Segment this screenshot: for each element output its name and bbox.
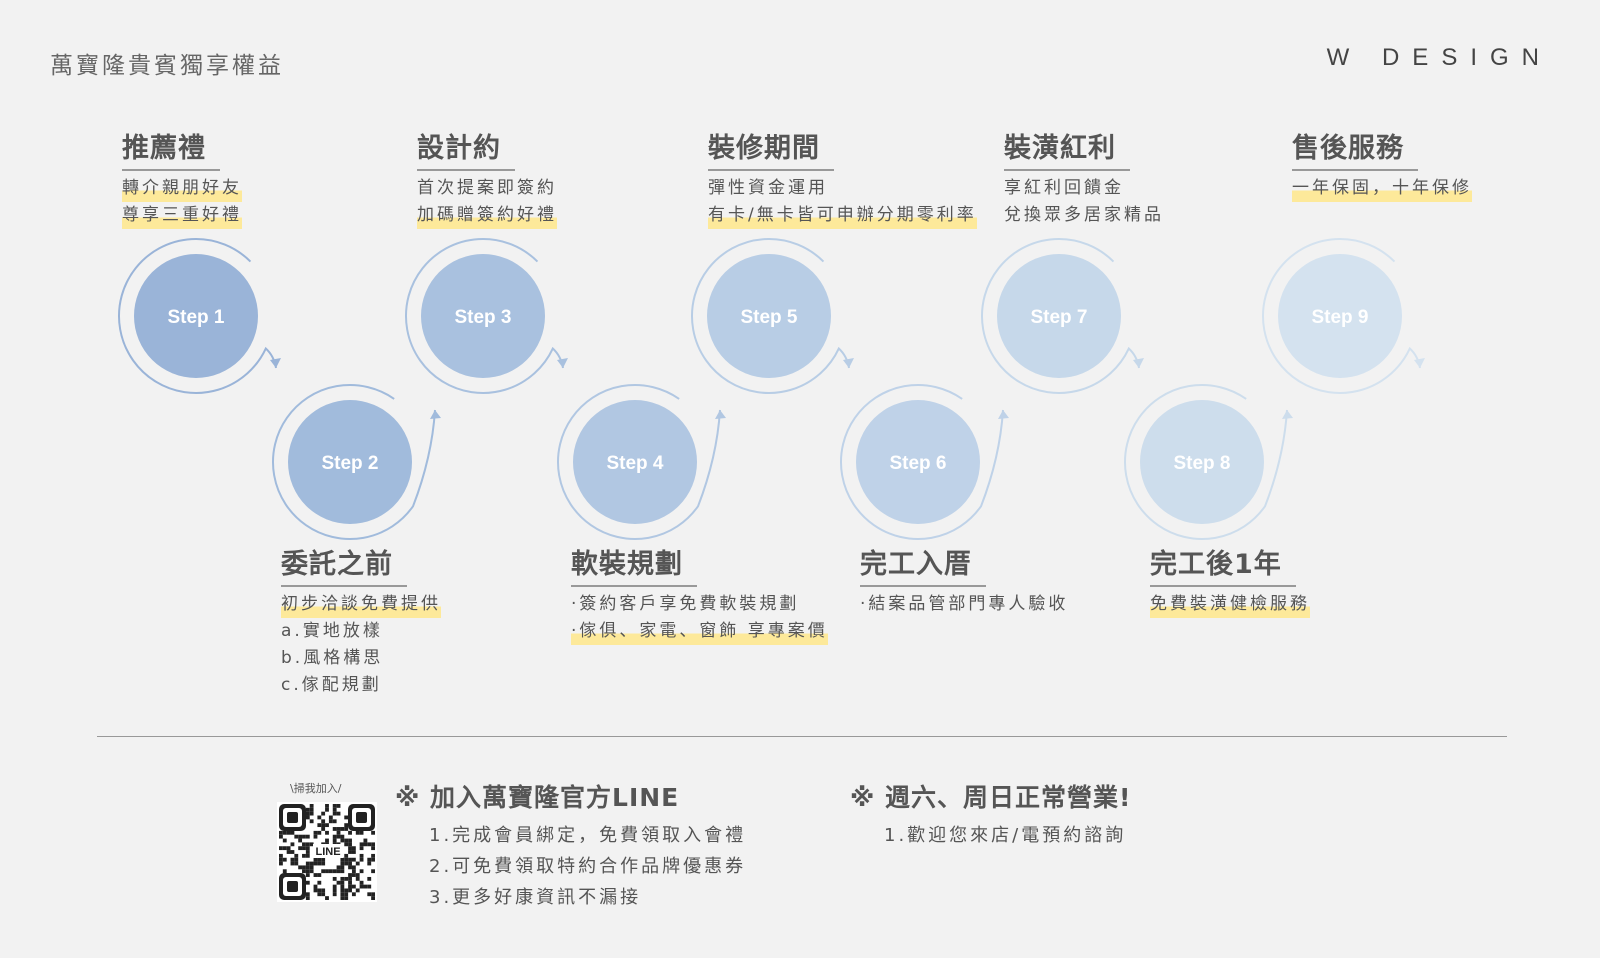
arrow-head-icon xyxy=(1133,358,1144,368)
benefit-line: 加碼贈簽約好禮 xyxy=(417,202,557,229)
step-8: Step 8 xyxy=(1124,384,1293,540)
step-arrow-ring xyxy=(118,238,277,394)
benefit-line: b.風格構思 xyxy=(281,648,384,668)
benefit-block: 裝修期間彈性資金運用有卡/無卡皆可申辦分期零利率 xyxy=(708,126,977,229)
step-arrow-ring xyxy=(405,238,564,394)
step-arrow-ring xyxy=(1124,384,1288,540)
step-circle xyxy=(288,400,412,524)
page-title: 萬寶隆貴賓獨享權益 xyxy=(50,53,284,79)
hours-section: ※ 週六、周日正常營業! 1.歡迎您來店/電預約諮詢 xyxy=(850,778,1131,851)
benefit-block: 完工後1年免費裝潢健檢服務 xyxy=(1150,542,1310,618)
arrow-head-icon xyxy=(843,358,854,368)
divider xyxy=(97,736,1507,737)
step-4: Step 4 xyxy=(557,384,726,540)
benefit-line: 免費裝潢健檢服務 xyxy=(1150,591,1310,618)
benefit-title: 售後服務 xyxy=(1292,126,1418,171)
hours-section-title: ※ 週六、周日正常營業! xyxy=(850,783,1132,812)
step-circle xyxy=(997,254,1121,378)
benefit-title: 完工後1年 xyxy=(1150,542,1296,587)
step-1: Step 1 xyxy=(118,238,281,394)
step-label: Step 3 xyxy=(454,307,511,328)
benefit-title: 設計約 xyxy=(417,126,515,171)
benefit-line: 享紅利回饋金 xyxy=(1004,178,1124,198)
arrow-head-icon xyxy=(430,410,441,419)
benefit-block: 裝潢紅利享紅利回饋金兌換眾多居家精品 xyxy=(1004,126,1164,229)
arrow-head-icon xyxy=(1414,358,1425,368)
step-circle xyxy=(1140,400,1264,524)
step-label: Step 2 xyxy=(321,453,378,474)
arrow-head-icon xyxy=(1282,410,1293,419)
arrow-head-icon xyxy=(715,410,726,419)
benefit-block: 設計約首次提案即簽約加碼贈簽約好禮 xyxy=(417,126,557,229)
step-label: Step 8 xyxy=(1173,453,1230,474)
step-arrow-ring xyxy=(272,384,436,540)
step-label: Step 7 xyxy=(1030,307,1087,328)
benefit-block: 委託之前初步洽談免費提供 a.實地放樣 b.風格構思 c.傢配規劃 xyxy=(281,542,441,699)
benefit-block: 推薦禮轉介親朋好友尊享三重好禮 xyxy=(122,126,242,229)
step-label: Step 6 xyxy=(889,453,946,474)
hours-item: 1.歡迎您來店/電預約諮詢 xyxy=(884,825,1127,846)
arrow-head-icon xyxy=(270,358,281,368)
step-arrow-ring xyxy=(981,238,1140,394)
benefit-title: 裝修期間 xyxy=(708,126,834,171)
scan-label: \掃我加入/ xyxy=(290,782,342,795)
step-label: Step 1 xyxy=(167,307,224,328)
benefit-block: 軟裝規劃 ‧簽約客戶享免費軟裝規劃 ‧傢俱、家電、窗飾 享專案價 xyxy=(571,542,828,645)
benefit-line: 初步洽談免費提供 xyxy=(281,591,441,618)
benefit-line: 彈性資金運用 xyxy=(708,178,828,198)
line-item: 2.可免費領取特約合作品牌優惠券 xyxy=(429,856,747,877)
benefit-line: a.實地放樣 xyxy=(281,621,383,641)
step-circle xyxy=(856,400,980,524)
brand-logo: W DESIGN xyxy=(1326,44,1552,71)
step-3: Step 3 xyxy=(405,238,568,394)
qr-line-text: LINE xyxy=(315,846,340,858)
step-6: Step 6 xyxy=(840,384,1009,540)
line-qr-code[interactable]: LINE xyxy=(277,802,377,902)
line-section: ※ 加入萬寶隆官方LINE 1.完成會員綁定，免費領取入會禮 2.可免費領取特約… xyxy=(395,778,746,913)
step-circle xyxy=(573,400,697,524)
step-arrow-ring xyxy=(1262,238,1421,394)
step-7: Step 7 xyxy=(981,238,1144,394)
benefit-line: 首次提案即簽約 xyxy=(417,178,557,198)
benefit-title: 完工入厝 xyxy=(860,542,986,587)
line-section-title: ※ 加入萬寶隆官方LINE xyxy=(395,783,680,812)
step-circle xyxy=(421,254,545,378)
benefit-title: 委託之前 xyxy=(281,542,407,587)
step-circle xyxy=(1278,254,1402,378)
benefit-line: 兌換眾多居家精品 xyxy=(1004,205,1164,225)
benefit-line: c.傢配規劃 xyxy=(281,675,382,695)
benefit-title: 軟裝規劃 xyxy=(571,542,697,587)
step-arrow-ring xyxy=(691,238,850,394)
step-arrow-ring xyxy=(557,384,721,540)
benefit-line: ‧結案品管部門專人驗收 xyxy=(860,594,1069,614)
step-label: Step 9 xyxy=(1311,307,1368,328)
step-circle xyxy=(134,254,258,378)
line-item: 1.完成會員綁定，免費領取入會禮 xyxy=(429,825,747,846)
benefit-line: 有卡/無卡皆可申辦分期零利率 xyxy=(708,202,977,229)
line-item: 3.更多好康資訊不漏接 xyxy=(429,887,642,908)
benefit-line: 一年保固，十年保修 xyxy=(1292,175,1472,202)
step-label: Step 4 xyxy=(606,453,663,474)
arrow-head-icon xyxy=(998,410,1009,419)
arrow-head-icon xyxy=(557,358,568,368)
step-label: Step 5 xyxy=(740,307,797,328)
benefit-line: ‧傢俱、家電、窗飾 享專案價 xyxy=(571,618,828,645)
benefit-title: 推薦禮 xyxy=(122,126,220,171)
benefit-title: 裝潢紅利 xyxy=(1004,126,1130,171)
benefit-line: ‧簽約客戶享免費軟裝規劃 xyxy=(571,594,800,614)
step-circle xyxy=(707,254,831,378)
step-9: Step 9 xyxy=(1262,238,1425,394)
step-5: Step 5 xyxy=(691,238,854,394)
step-2: Step 2 xyxy=(272,384,441,540)
benefit-block: 售後服務一年保固，十年保修 xyxy=(1292,126,1472,202)
benefit-line: 轉介親朋好友 xyxy=(122,175,242,202)
benefit-line: 尊享三重好禮 xyxy=(122,202,242,229)
benefit-block: 完工入厝 ‧結案品管部門專人驗收 xyxy=(860,542,1068,618)
step-arrow-ring xyxy=(840,384,1004,540)
